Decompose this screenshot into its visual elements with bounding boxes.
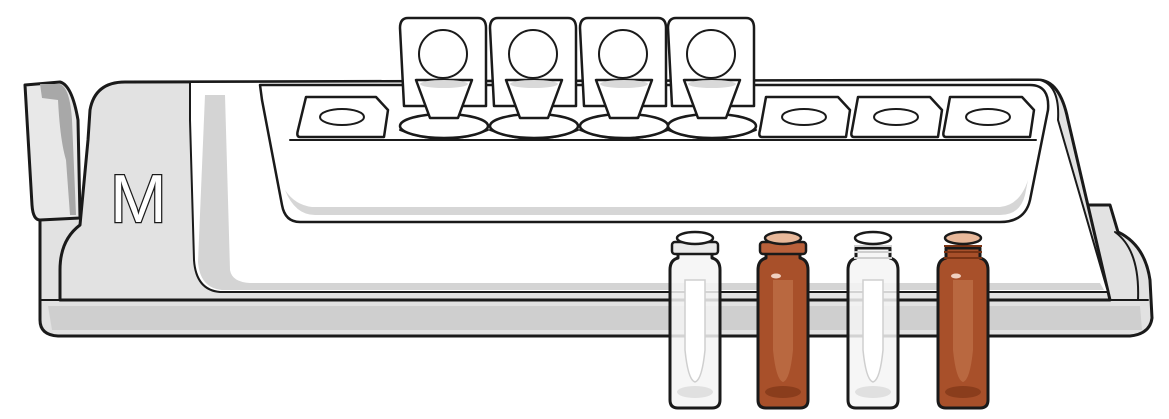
- closed-caps: [296, 95, 1036, 139]
- closed-cap: [758, 95, 852, 139]
- vial-clear-screw: [846, 230, 900, 410]
- closed-cap: [942, 95, 1036, 139]
- brand-logo: M: [109, 160, 168, 239]
- open-cap: [578, 16, 670, 140]
- vial-amber-crimp: [756, 230, 810, 410]
- vial-amber-screw: [936, 230, 990, 410]
- open-cap: [666, 16, 758, 140]
- open-cap: [398, 16, 490, 140]
- vials: [668, 230, 990, 410]
- vial-clear-crimp: [668, 230, 722, 410]
- closed-cap: [850, 95, 944, 139]
- rack-handle: [23, 80, 82, 222]
- closed-cap: [296, 95, 390, 139]
- open-cap: [488, 16, 580, 140]
- logo-glyph: M: [110, 161, 167, 237]
- open-caps: [398, 16, 758, 140]
